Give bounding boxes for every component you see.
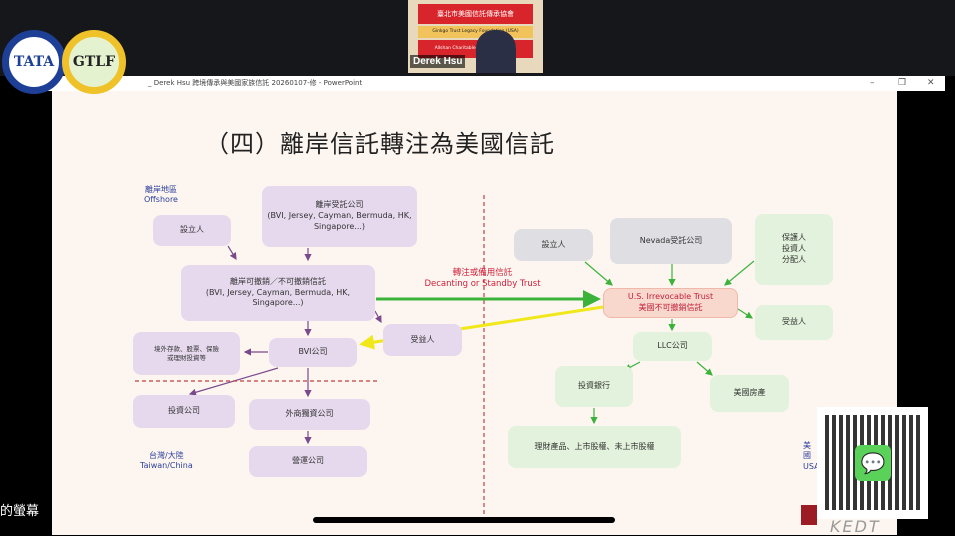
financial-products-box: 理財產品、上市股權、未上市股權 <box>508 426 681 468</box>
tw-label-zh: 台灣/大陸 <box>149 451 184 460</box>
screen-share-caption: 的螢幕 <box>0 504 40 519</box>
offshore-trustee-box: 離岸受託公司 (BVI, Jersey, Cayman, Bermuda, HK… <box>262 186 417 247</box>
us-irrevocable-trust-box: U.S. Irrevocable Trust 美國不可撤銷信託 <box>603 288 738 318</box>
wechat-icon: 💬 <box>855 445 891 481</box>
window-title: _ Derek Hsu 跨境傳承與美國家族信託 20260107-修 - Pow… <box>148 79 363 87</box>
qr-pattern: 💬 <box>825 415 920 510</box>
minimize-button[interactable]: – <box>870 78 875 88</box>
us-label-zh: 美國 <box>803 441 811 461</box>
us-settlor-box: 設立人 <box>514 229 593 261</box>
offshore-label-en: Offshore <box>144 195 178 205</box>
offshore-settlor-box: 設立人 <box>153 215 231 246</box>
close-button[interactable]: ✕ <box>927 78 935 88</box>
us-real-estate-box: 美國房產 <box>710 375 789 412</box>
gtlf-logo-text: GTLF <box>72 54 116 70</box>
speaker-figure <box>476 30 516 73</box>
llc-company-box: LLC公司 <box>633 332 712 361</box>
powerpoint-title-bar: _ Derek Hsu 跨境傳承與美國家族信託 20260107-修 - Pow… <box>48 76 945 91</box>
seal-icon <box>801 505 817 525</box>
transfer-label-zh: 轉注或備用信託 <box>452 268 513 278</box>
restore-button[interactable]: ❐ <box>898 78 907 88</box>
protector-roles-box: 保護人 投資人 分配人 <box>755 214 833 285</box>
participant-name: Derek Hsu <box>410 55 466 68</box>
investment-company-box: 投資公司 <box>133 395 235 428</box>
slide-title: （四）離岸信託轉注為美國信託 <box>205 130 555 158</box>
tata-logo: TATA <box>2 30 66 94</box>
transfer-label-en: Decanting or Standby Trust <box>424 279 541 290</box>
scrollbar[interactable] <box>313 517 615 523</box>
speaker-video[interactable]: 臺北市美國信託傳承協會 Ginkgo Trust Legacy Foundati… <box>408 0 543 73</box>
bvi-company-box: BVI公司 <box>269 338 357 367</box>
tw-label-en: Taiwan/China <box>140 461 193 471</box>
offshore-label-zh: 離岸地區 <box>144 185 177 194</box>
us-label-en: USA <box>803 461 817 471</box>
offshore-trust-box: 離岸可撤銷／不可撤銷信託 (BVI, Jersey, Cayman, Bermu… <box>181 265 375 321</box>
us-beneficiary-box: 受益人 <box>755 305 833 340</box>
tata-logo-text: TATA <box>13 54 55 70</box>
operating-company-box: 營運公司 <box>249 446 367 477</box>
wechat-qr-code[interactable]: 💬 <box>817 407 928 519</box>
investment-bank-box: 投資銀行 <box>555 366 633 407</box>
offshore-beneficiary-box: 受益人 <box>383 324 462 356</box>
nevada-trustee-box: Nevada受託公司 <box>610 218 732 264</box>
wfoe-box: 外商獨資公司 <box>249 399 370 430</box>
kedt-logo: KEDT <box>830 517 881 536</box>
video-banner-1: 臺北市美國信託傳承協會 <box>418 4 533 24</box>
offshore-assets-box: 境外存款、股票、保險 或理財投資等 <box>133 332 240 375</box>
gtlf-logo: GTLF <box>62 30 126 94</box>
